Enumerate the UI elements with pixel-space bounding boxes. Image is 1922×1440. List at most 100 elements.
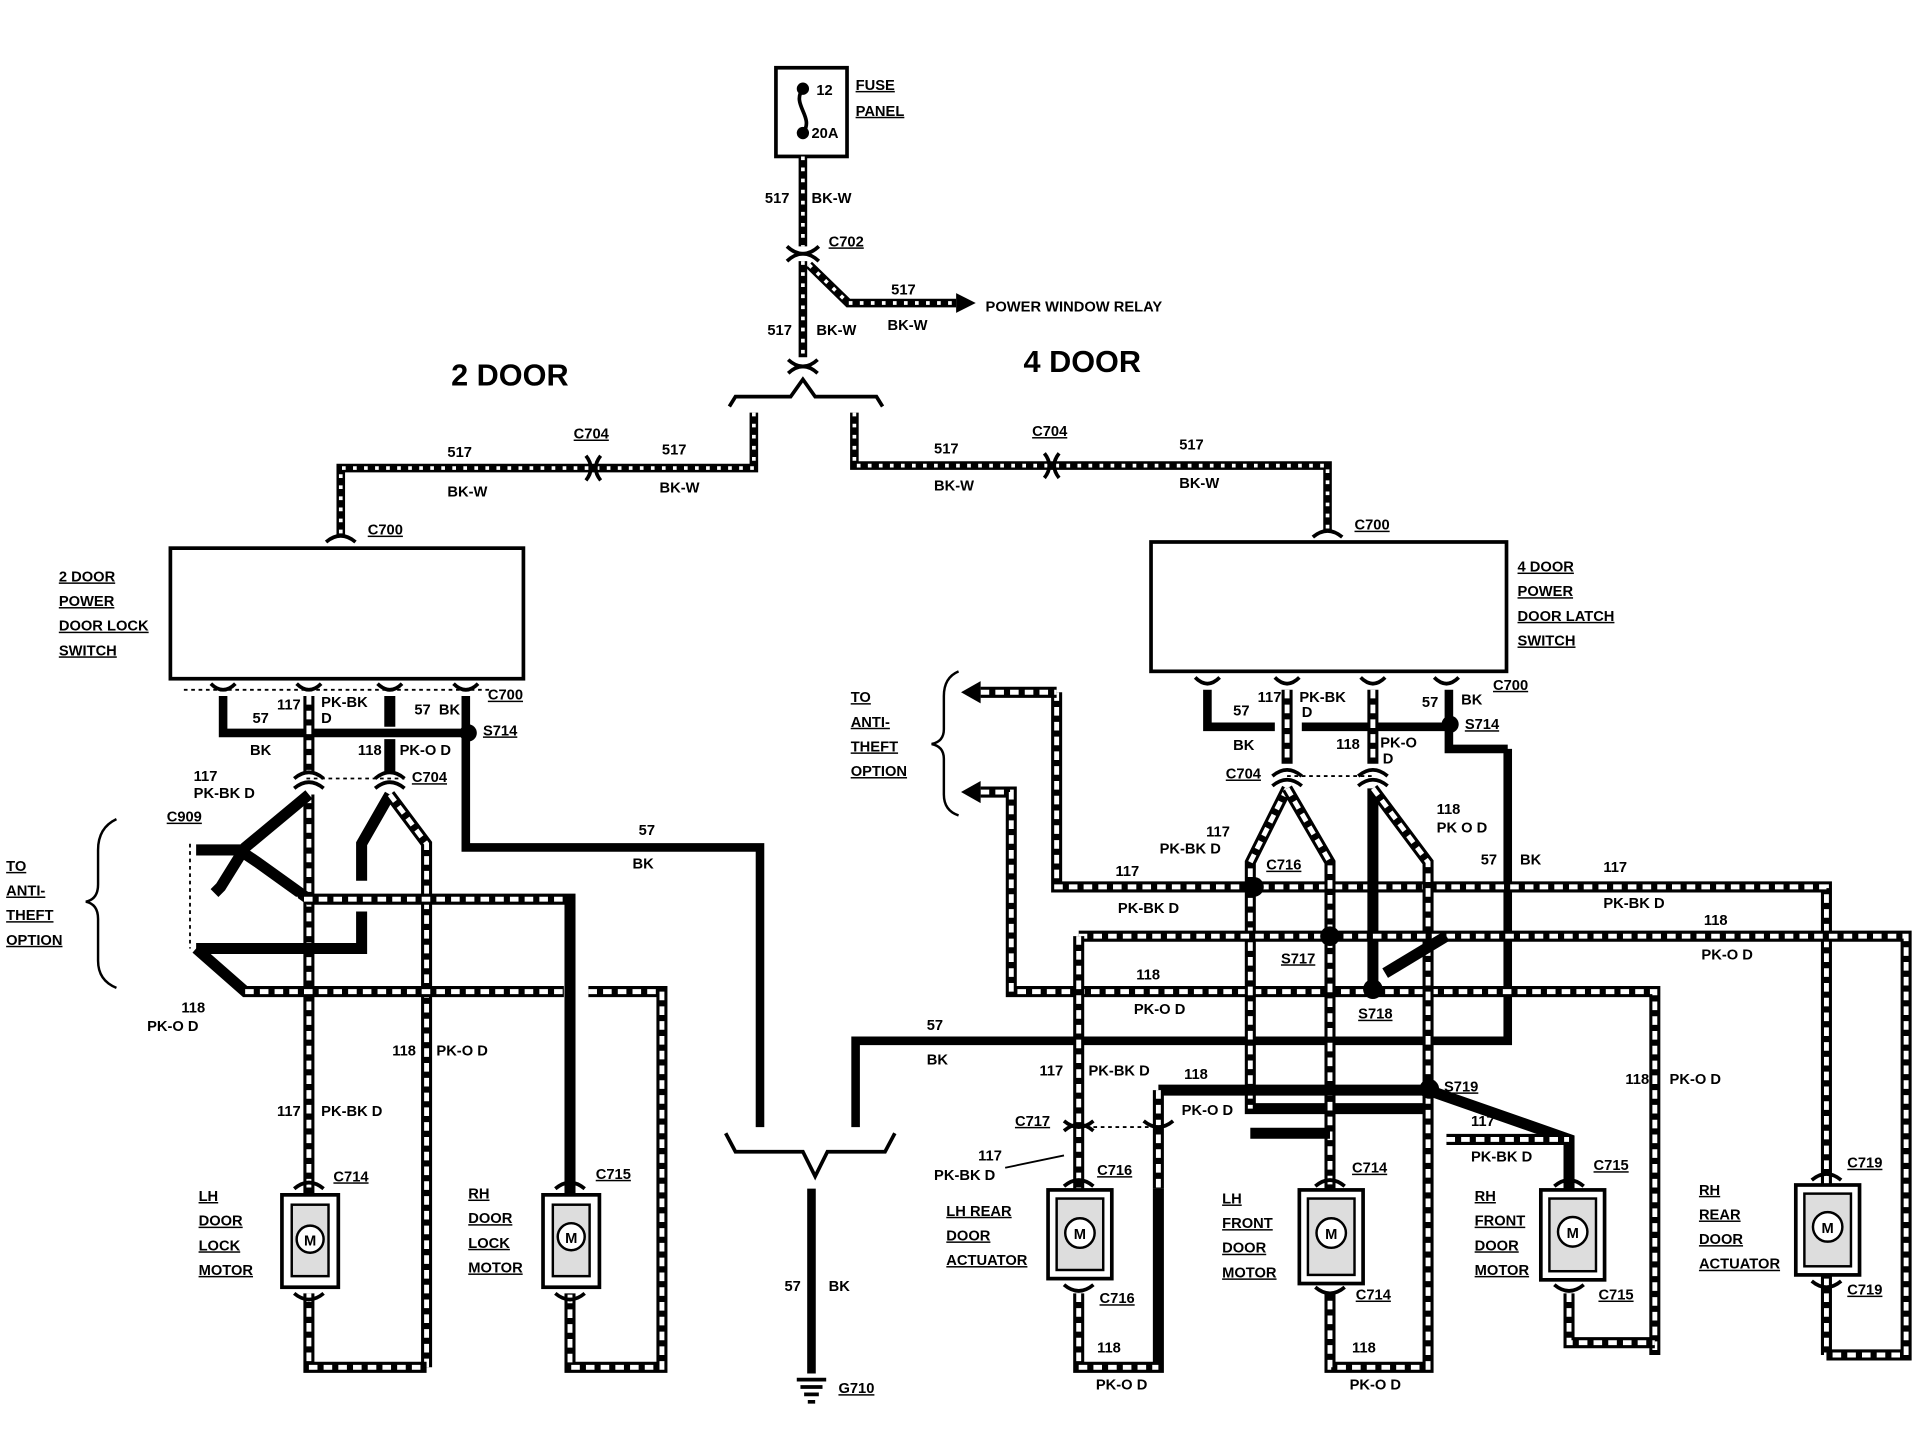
splice-s714-4d: S714 bbox=[1465, 717, 1500, 733]
fuse-pin-label: 12 bbox=[816, 83, 832, 99]
wire-pkod-2d-c909: PK-O D bbox=[147, 1019, 199, 1035]
wire-118-4d-sw: 118 bbox=[1336, 737, 1360, 753]
wire-57-4d-sw-b: 57 bbox=[1422, 695, 1438, 711]
wire-118-2d-sw: 118 bbox=[358, 743, 382, 759]
splice-s719: S719 bbox=[1444, 1079, 1478, 1095]
connector-c700-2d-top: C700 bbox=[368, 523, 403, 539]
wire-bkw-4d-b: BK-W bbox=[1179, 476, 1219, 492]
wire-57-2d-ground: 57 bbox=[639, 823, 655, 839]
wire-117-2d-c909: 117 bbox=[194, 769, 218, 785]
wire-517-4d-a: 517 bbox=[934, 441, 959, 457]
wire-pkod-4d-g: PK-O D bbox=[1670, 1072, 1722, 1088]
wire-bk-4d-mid: BK bbox=[1520, 853, 1542, 869]
connector-c704-2d-lower: C704 bbox=[412, 770, 448, 786]
connector-c716-b: C716 bbox=[1100, 1291, 1135, 1307]
switch-2-door: 2 DOOR POWER DOOR LOCK SWITCH BK 57 117 … bbox=[59, 546, 765, 1128]
rh-lock-label-1: RH bbox=[468, 1187, 489, 1203]
anti-theft-4-door: TO ANTI- THEFT OPTION bbox=[851, 670, 960, 817]
title-4-door: 4 DOOR bbox=[1024, 344, 1141, 379]
rh-front-door-motor: M C715 C715 RH FRONT DOOR MOTOR bbox=[1475, 1158, 1634, 1303]
wire-117-4d-a: 117 bbox=[1115, 864, 1139, 880]
wire-118-4d-c704: 118 bbox=[1437, 802, 1461, 818]
wire-118-2d-rh: 118 bbox=[392, 1044, 416, 1060]
wire-118-4d-j: 118 bbox=[1097, 1340, 1121, 1356]
wire-117-2d-lh: 117 bbox=[277, 1104, 301, 1120]
wire-57-2d-sw-b: 57 bbox=[414, 702, 430, 718]
wire-bkw-label-1: BK-W bbox=[811, 191, 851, 207]
lh-lock-label-3: LOCK bbox=[199, 1238, 241, 1254]
wire-pkbkd-2d-c909: PK-BK D bbox=[194, 786, 256, 802]
anti-theft-2-door: TO ANTI- THEFT OPTION bbox=[6, 818, 118, 990]
wire-117-4d-b: 117 bbox=[1603, 860, 1627, 876]
lh-lock-label-4: MOTOR bbox=[199, 1263, 254, 1279]
wire-117-4d-h: 117 bbox=[1471, 1114, 1495, 1130]
anti-theft-2d-1: TO bbox=[6, 859, 26, 875]
connector-c704-2d: C704 bbox=[574, 426, 610, 442]
wire-57-4d-ground: 57 bbox=[927, 1018, 943, 1034]
anti-theft-4d-2: ANTI- bbox=[851, 715, 890, 731]
connector-c716-a: C716 bbox=[1097, 1163, 1132, 1179]
fuse-rating-label: 20A bbox=[811, 126, 838, 142]
rh-door-lock-motor: M C715 RH DOOR LOCK MOTOR bbox=[468, 1167, 631, 1302]
wire-bk-2d-sw: BK bbox=[250, 743, 272, 759]
wire-517-label-relay: 517 bbox=[891, 282, 916, 298]
connector-c719-b: C719 bbox=[1847, 1283, 1882, 1299]
wire-bkw-4d-a: BK-W bbox=[934, 478, 974, 494]
wire-118-4d-g: 118 bbox=[1625, 1072, 1649, 1088]
connector-c714-4d-a: C714 bbox=[1352, 1161, 1388, 1177]
wire-57-2d-sw: 57 bbox=[253, 711, 269, 727]
ground-g710: 57 BK G710 57 BK bbox=[724, 748, 1513, 1404]
motor-glyph-rh-2d: M bbox=[565, 1231, 577, 1247]
lh-lock-label-2: DOOR bbox=[199, 1214, 243, 1230]
lh-rear-label-3: ACTUATOR bbox=[946, 1253, 1027, 1269]
connector-c700-2d-bottom: C700 bbox=[488, 688, 523, 704]
motor-glyph-rh-front: M bbox=[1567, 1226, 1579, 1242]
wire-pko-4d-sw: PK-O bbox=[1380, 736, 1417, 752]
ground-g710-label: G710 bbox=[838, 1381, 874, 1397]
wire-bkw-label-relay: BK-W bbox=[887, 318, 927, 334]
lh-rear-door-actuator: M C716 C716 LH REAR DOOR ACTUATOR bbox=[946, 1163, 1134, 1307]
wire-118-2d-c909: 118 bbox=[181, 1001, 205, 1017]
connector-c700-4d-top: C700 bbox=[1355, 518, 1390, 534]
wire-bk-2d-sw-b: BK bbox=[439, 702, 461, 718]
anti-theft-4d-1: TO bbox=[851, 690, 871, 706]
connector-c702: C702 bbox=[829, 234, 864, 250]
feed-2-door: 517 517 BK-W BK-W C704 C700 bbox=[324, 412, 759, 544]
wire-118-4d-k: 118 bbox=[1352, 1340, 1376, 1356]
connector-c700-4d-bottom: C700 bbox=[1493, 678, 1528, 694]
power-window-relay-label: POWER WINDOW RELAY bbox=[986, 300, 1163, 316]
wire-517-2d-b: 517 bbox=[662, 443, 687, 459]
harness-4-door: C704 C716 S717 S718 S719 bbox=[934, 681, 1912, 1393]
rh-lock-label-3: LOCK bbox=[468, 1236, 510, 1252]
rh-rear-label-1: RH bbox=[1699, 1183, 1720, 1199]
feed-517: 517 BK-W C702 517 BK-W POWER WINDOW RELA… bbox=[727, 156, 1163, 408]
rh-rear-label-4: ACTUATOR bbox=[1699, 1257, 1780, 1273]
wire-117-4d-c704: 117 bbox=[1206, 824, 1230, 840]
wire-bk-ground: BK bbox=[829, 1279, 851, 1295]
lh-rear-label-1: LH REAR bbox=[946, 1204, 1012, 1220]
wire-pkod-2d-rh: PK-O D bbox=[436, 1044, 488, 1060]
wire-117-4d-i: 117 bbox=[978, 1148, 1002, 1164]
motor-glyph-lh-front: M bbox=[1325, 1227, 1337, 1243]
switch-4d-label-3: DOOR LATCH bbox=[1518, 609, 1615, 625]
switch-2d-label-3: DOOR LOCK bbox=[59, 619, 149, 635]
title-2-door: 2 DOOR bbox=[451, 357, 568, 392]
rh-rear-label-2: REAR bbox=[1699, 1207, 1741, 1223]
wire-d-2d-sw: D bbox=[321, 711, 332, 727]
motor-glyph-rh-rear: M bbox=[1822, 1221, 1834, 1237]
anti-theft-4d-4: OPTION bbox=[851, 764, 907, 780]
wire-117-4d-sw: 117 bbox=[1258, 690, 1282, 706]
rh-rear-door-actuator: M C719 C719 RH REAR DOOR ACTUATOR bbox=[1699, 1156, 1882, 1299]
rh-front-label-3: DOOR bbox=[1475, 1238, 1519, 1254]
wire-pkbk-4d-sw: PK-BK bbox=[1299, 690, 1346, 706]
lh-front-label-4: MOTOR bbox=[1222, 1265, 1277, 1281]
splice-s718: S718 bbox=[1358, 1007, 1392, 1023]
wire-pkod-4d-j: PK-O D bbox=[1096, 1377, 1148, 1393]
wire-pkod-4d-c: PK-O D bbox=[1701, 948, 1753, 964]
connector-c715-2d: C715 bbox=[596, 1167, 631, 1183]
connector-c704-4d: C704 bbox=[1032, 424, 1068, 440]
motor-glyph-lh-2d: M bbox=[304, 1233, 316, 1249]
wire-118-4d-f: 118 bbox=[1184, 1067, 1208, 1083]
